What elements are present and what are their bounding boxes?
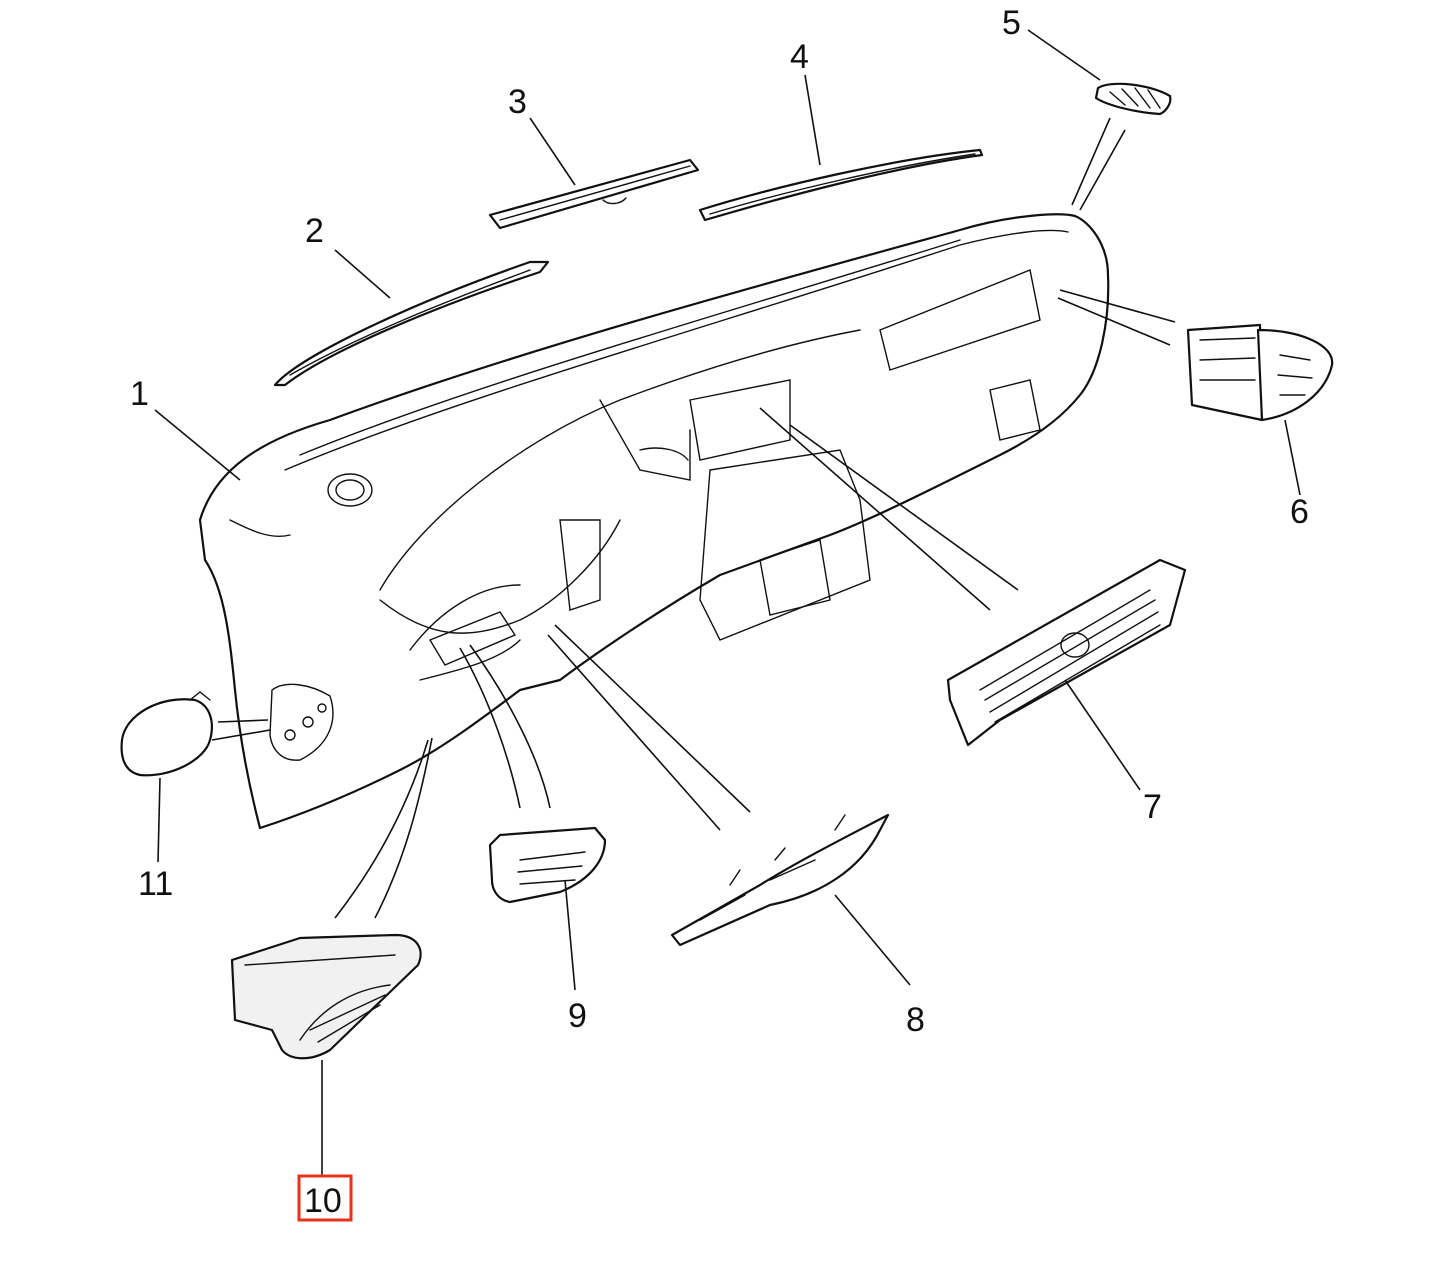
callout-1: 1: [130, 375, 149, 413]
part-4-defroster-strip: [698, 148, 984, 222]
callout-5: 5: [1002, 4, 1021, 42]
callout-11: 11: [138, 865, 173, 903]
part-2-defroster-strip: [273, 260, 550, 387]
callout-labels: 1 2 3 4 5 6 7 8 9 10 11: [130, 4, 1309, 1220]
part-8-lower-trim: [670, 813, 890, 947]
callout-9: 9: [568, 997, 587, 1035]
callout-10-highlight-box: [297, 1174, 353, 1222]
callout-10[interactable]: 10: [304, 1182, 342, 1220]
part-7-center-vent: [946, 558, 1187, 747]
callout-8: 8: [906, 1001, 925, 1039]
part-10-outlet-duct[interactable]: [230, 933, 422, 1060]
part-5-sensor-cap: [1094, 82, 1172, 116]
callout-6: 6: [1290, 493, 1309, 531]
part-1-instrument-panel: [198, 213, 1110, 830]
part-11-cap: [120, 691, 213, 777]
part-9-switch-bezel: [488, 826, 607, 904]
callout-3: 3: [508, 83, 527, 121]
callout-2: 2: [305, 212, 324, 250]
part-3-defroster-grille: [488, 158, 700, 230]
callout-7: 7: [1143, 788, 1162, 826]
part-6-side-vent: [1186, 323, 1334, 422]
leader-lines: [154, 29, 1301, 1175]
callout-4: 4: [790, 38, 809, 76]
